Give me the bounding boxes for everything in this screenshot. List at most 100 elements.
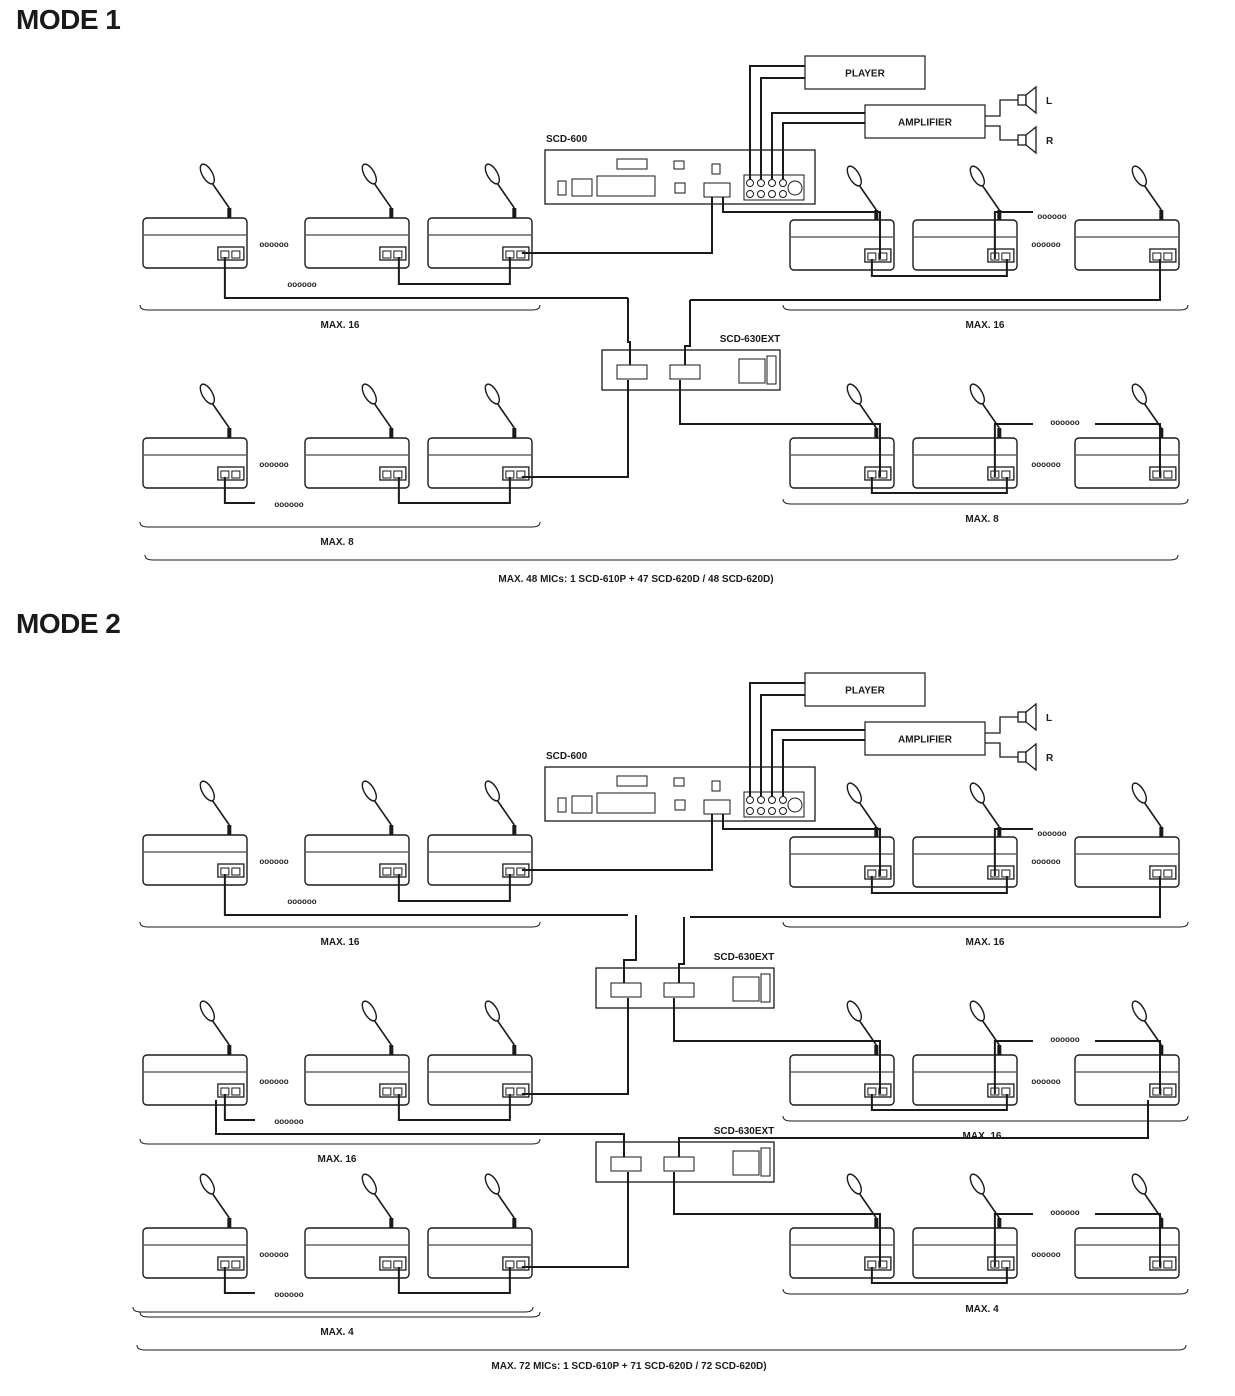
rj45-socket bbox=[382, 250, 392, 259]
rca-jack-icon bbox=[746, 179, 754, 187]
speaker-icon: R bbox=[1017, 125, 1054, 155]
xlr-jack-icon bbox=[787, 180, 803, 196]
ellipsis-dots: oooooo bbox=[1037, 212, 1066, 221]
mic-stem-base bbox=[1159, 428, 1164, 438]
bracket-line bbox=[139, 304, 541, 311]
cable bbox=[749, 65, 805, 179]
rj45-socket bbox=[393, 1087, 403, 1096]
amplifier-box bbox=[864, 104, 986, 139]
microphone-unit bbox=[789, 1000, 895, 1106]
microphone-unit bbox=[142, 383, 248, 489]
rca-jack-icon bbox=[768, 190, 776, 198]
label: MAX. 16 bbox=[963, 1131, 1002, 1142]
rj45-socket bbox=[382, 1087, 392, 1096]
label: MAX. 72 MICs: 1 SCD-610P + 71 SCD-620D /… bbox=[491, 1361, 766, 1372]
warning-label-icon bbox=[760, 1147, 771, 1177]
speaker-cone bbox=[1025, 85, 1037, 115]
mic-stem-base bbox=[389, 1045, 394, 1055]
mic-head-icon bbox=[199, 1173, 216, 1195]
cable bbox=[521, 998, 629, 1095]
cable bbox=[678, 917, 685, 983]
microphone-unit bbox=[427, 1000, 533, 1106]
mic-stem-base bbox=[874, 1045, 879, 1055]
rj45-socket bbox=[505, 1260, 515, 1269]
cable bbox=[1095, 1040, 1161, 1094]
speaker-magnet bbox=[1017, 711, 1027, 723]
cable bbox=[993, 828, 1033, 876]
ellipsis-dots: oooooo bbox=[1031, 240, 1060, 249]
bracket-line bbox=[782, 304, 1189, 311]
rca-jack-icon bbox=[779, 179, 787, 187]
rj45-socket bbox=[231, 1260, 241, 1269]
network-port-icon bbox=[673, 160, 685, 170]
mic-stem-base bbox=[1159, 1218, 1164, 1228]
rj45-socket bbox=[505, 470, 515, 479]
mic-head-icon bbox=[361, 1000, 378, 1022]
mic-gooseneck bbox=[210, 1018, 230, 1046]
ellipsis-dots: oooooo bbox=[1031, 460, 1060, 469]
ellipsis-dots: oooooo bbox=[259, 1077, 288, 1086]
cable bbox=[782, 122, 865, 179]
rca-jack-icon bbox=[779, 796, 787, 804]
rj45-socket bbox=[231, 867, 241, 876]
amplifier-label: AMPLIFIER bbox=[898, 118, 953, 129]
rca-jack-icon bbox=[779, 807, 787, 815]
speaker-channel-label: R bbox=[1046, 136, 1054, 147]
cable bbox=[870, 876, 1008, 894]
mic-head-icon bbox=[1131, 1173, 1148, 1195]
rj45-socket bbox=[1163, 470, 1173, 479]
player-box bbox=[804, 55, 926, 90]
cable bbox=[749, 682, 805, 796]
power-inlet-icon bbox=[732, 976, 760, 1002]
microphone-unit bbox=[1074, 383, 1180, 489]
microphone-unit bbox=[789, 383, 895, 489]
cable bbox=[397, 1267, 511, 1294]
rj45-socket bbox=[516, 470, 526, 479]
mic-gooseneck bbox=[495, 1191, 515, 1219]
mic-stem-base bbox=[997, 827, 1002, 837]
rj45-socket bbox=[516, 250, 526, 259]
mic-head-icon bbox=[361, 780, 378, 802]
mic-head-icon bbox=[199, 780, 216, 802]
rj45-socket bbox=[867, 252, 877, 261]
mic-stem-base bbox=[389, 428, 394, 438]
cable bbox=[993, 211, 1033, 259]
ellipsis-dots: oooooo bbox=[274, 1117, 303, 1126]
cable bbox=[760, 77, 805, 179]
speaker-channel-label: R bbox=[1046, 753, 1054, 764]
cable bbox=[673, 1172, 881, 1267]
mic-head-icon bbox=[484, 163, 501, 185]
mic-stem-base bbox=[227, 1218, 232, 1228]
rj45-socket bbox=[505, 867, 515, 876]
label: MAX. 16 bbox=[318, 1154, 357, 1165]
speaker-cable bbox=[985, 125, 1018, 141]
label: MAX. 16 bbox=[321, 320, 360, 331]
microphone-unit bbox=[427, 780, 533, 886]
mic-head-icon bbox=[969, 383, 986, 405]
warning-label-icon bbox=[760, 973, 771, 1003]
network-port-icon bbox=[673, 777, 685, 787]
mic-stem-base bbox=[1159, 210, 1164, 220]
rj45-socket bbox=[878, 1087, 888, 1096]
microphone-unit bbox=[142, 1000, 248, 1106]
scd-630ext-extender: SCD-630EXT bbox=[595, 952, 775, 1009]
mic-gooseneck bbox=[210, 181, 230, 209]
mic-head-icon bbox=[1131, 383, 1148, 405]
rca-jack-icon bbox=[757, 179, 765, 187]
mic-gooseneck bbox=[372, 181, 392, 209]
mic-stem-base bbox=[512, 1045, 517, 1055]
port-icon bbox=[711, 780, 721, 792]
label: MAX. 4 bbox=[965, 1304, 999, 1315]
warning-label-icon bbox=[616, 775, 648, 787]
mic-head-icon bbox=[846, 1000, 863, 1022]
mode-2-title: MODE 2 bbox=[16, 608, 121, 639]
mic-gooseneck bbox=[210, 798, 230, 826]
cable bbox=[771, 112, 865, 179]
ellipsis-dots: oooooo bbox=[274, 500, 303, 509]
cable bbox=[397, 257, 511, 285]
player: PLAYER bbox=[804, 55, 926, 90]
mic-head-icon bbox=[484, 1173, 501, 1195]
rj45-socket bbox=[393, 867, 403, 876]
rj45-socket bbox=[878, 1260, 888, 1269]
port-icon bbox=[711, 163, 721, 175]
